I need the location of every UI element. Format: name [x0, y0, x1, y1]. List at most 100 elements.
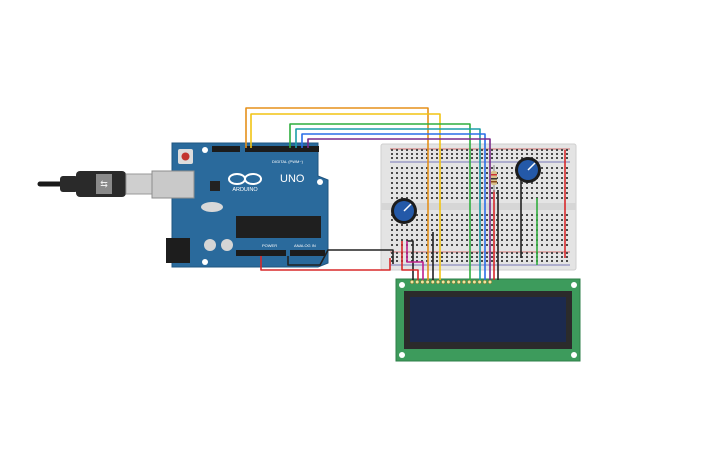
breadboard-hole[interactable]	[431, 153, 433, 155]
lcd-pin[interactable]	[477, 279, 482, 285]
breadboard-hole[interactable]	[501, 187, 503, 189]
breadboard-hole[interactable]	[406, 167, 408, 169]
lcd-pin[interactable]	[425, 279, 430, 285]
breadboard-hole[interactable]	[461, 229, 463, 231]
breadboard-hole[interactable]	[466, 153, 468, 155]
breadboard-hole[interactable]	[556, 182, 558, 184]
breadboard-hole[interactable]	[561, 244, 563, 246]
breadboard-hole[interactable]	[456, 167, 458, 169]
breadboard-hole[interactable]	[436, 187, 438, 189]
breadboard-hole[interactable]	[486, 172, 488, 174]
breadboard-hole[interactable]	[441, 187, 443, 189]
breadboard-hole[interactable]	[541, 260, 543, 262]
breadboard-hole[interactable]	[401, 187, 403, 189]
breadboard-hole[interactable]	[486, 187, 488, 189]
breadboard-hole[interactable]	[416, 229, 418, 231]
breadboard-hole[interactable]	[461, 187, 463, 189]
breadboard-hole[interactable]	[491, 239, 493, 241]
breadboard-hole[interactable]	[531, 219, 533, 221]
breadboard-hole[interactable]	[426, 153, 428, 155]
breadboard-hole[interactable]	[516, 224, 518, 226]
breadboard-hole[interactable]	[536, 192, 538, 194]
breadboard-hole[interactable]	[476, 149, 478, 151]
breadboard-hole[interactable]	[481, 244, 483, 246]
breadboard-hole[interactable]	[481, 153, 483, 155]
breadboard-hole[interactable]	[501, 192, 503, 194]
breadboard-hole[interactable]	[521, 182, 523, 184]
breadboard-hole[interactable]	[506, 149, 508, 151]
breadboard-hole[interactable]	[461, 260, 463, 262]
breadboard-hole[interactable]	[446, 256, 448, 258]
breadboard-hole[interactable]	[471, 197, 473, 199]
breadboard-hole[interactable]	[511, 172, 513, 174]
breadboard-hole[interactable]	[431, 177, 433, 179]
breadboard-hole[interactable]	[411, 252, 413, 254]
breadboard-hole[interactable]	[551, 153, 553, 155]
breadboard-hole[interactable]	[556, 157, 558, 159]
breadboard-hole[interactable]	[541, 239, 543, 241]
breadboard-hole[interactable]	[451, 182, 453, 184]
breadboard-hole[interactable]	[506, 234, 508, 236]
breadboard-hole[interactable]	[416, 157, 418, 159]
breadboard-hole[interactable]	[426, 182, 428, 184]
breadboard-hole[interactable]	[451, 219, 453, 221]
breadboard-hole[interactable]	[511, 229, 513, 231]
breadboard-hole[interactable]	[436, 219, 438, 221]
breadboard-hole[interactable]	[471, 219, 473, 221]
breadboard-hole[interactable]	[391, 260, 393, 262]
breadboard-hole[interactable]	[411, 157, 413, 159]
breadboard-hole[interactable]	[491, 214, 493, 216]
breadboard-hole[interactable]	[471, 177, 473, 179]
breadboard-hole[interactable]	[521, 229, 523, 231]
breadboard-hole[interactable]	[486, 260, 488, 262]
breadboard-hole[interactable]	[501, 172, 503, 174]
breadboard-hole[interactable]	[506, 182, 508, 184]
digital-header-top[interactable]	[212, 146, 319, 152]
breadboard-hole[interactable]	[491, 197, 493, 199]
breadboard-hole[interactable]	[401, 149, 403, 151]
breadboard-hole[interactable]	[531, 149, 533, 151]
breadboard-hole[interactable]	[506, 260, 508, 262]
breadboard-hole[interactable]	[401, 239, 403, 241]
breadboard-hole[interactable]	[466, 167, 468, 169]
breadboard-hole[interactable]	[406, 197, 408, 199]
breadboard-hole[interactable]	[556, 167, 558, 169]
breadboard-hole[interactable]	[421, 197, 423, 199]
breadboard-hole[interactable]	[441, 219, 443, 221]
breadboard-hole[interactable]	[481, 157, 483, 159]
breadboard-hole[interactable]	[546, 229, 548, 231]
lcd-pin[interactable]	[467, 279, 472, 285]
breadboard-hole[interactable]	[446, 252, 448, 254]
breadboard-hole[interactable]	[521, 224, 523, 226]
breadboard-hole[interactable]	[426, 229, 428, 231]
breadboard-hole[interactable]	[471, 252, 473, 254]
breadboard-hole[interactable]	[556, 172, 558, 174]
breadboard-hole[interactable]	[451, 214, 453, 216]
breadboard-hole[interactable]	[511, 149, 513, 151]
breadboard-hole[interactable]	[441, 256, 443, 258]
breadboard-hole[interactable]	[421, 214, 423, 216]
breadboard-hole[interactable]	[436, 149, 438, 151]
breadboard-hole[interactable]	[556, 229, 558, 231]
breadboard-hole[interactable]	[481, 252, 483, 254]
breadboard-hole[interactable]	[441, 260, 443, 262]
breadboard-hole[interactable]	[456, 260, 458, 262]
breadboard-hole[interactable]	[471, 182, 473, 184]
breadboard-hole[interactable]	[446, 187, 448, 189]
breadboard-hole[interactable]	[441, 234, 443, 236]
breadboard-hole[interactable]	[511, 182, 513, 184]
breadboard-hole[interactable]	[481, 260, 483, 262]
breadboard-hole[interactable]	[531, 182, 533, 184]
breadboard-hole[interactable]	[461, 172, 463, 174]
breadboard-hole[interactable]	[491, 260, 493, 262]
breadboard-hole[interactable]	[406, 172, 408, 174]
breadboard-hole[interactable]	[566, 224, 568, 226]
breadboard-hole[interactable]	[426, 219, 428, 221]
breadboard-hole[interactable]	[416, 172, 418, 174]
breadboard-hole[interactable]	[531, 197, 533, 199]
breadboard-hole[interactable]	[451, 260, 453, 262]
breadboard-hole[interactable]	[431, 252, 433, 254]
breadboard-hole[interactable]	[441, 229, 443, 231]
breadboard-hole[interactable]	[446, 234, 448, 236]
